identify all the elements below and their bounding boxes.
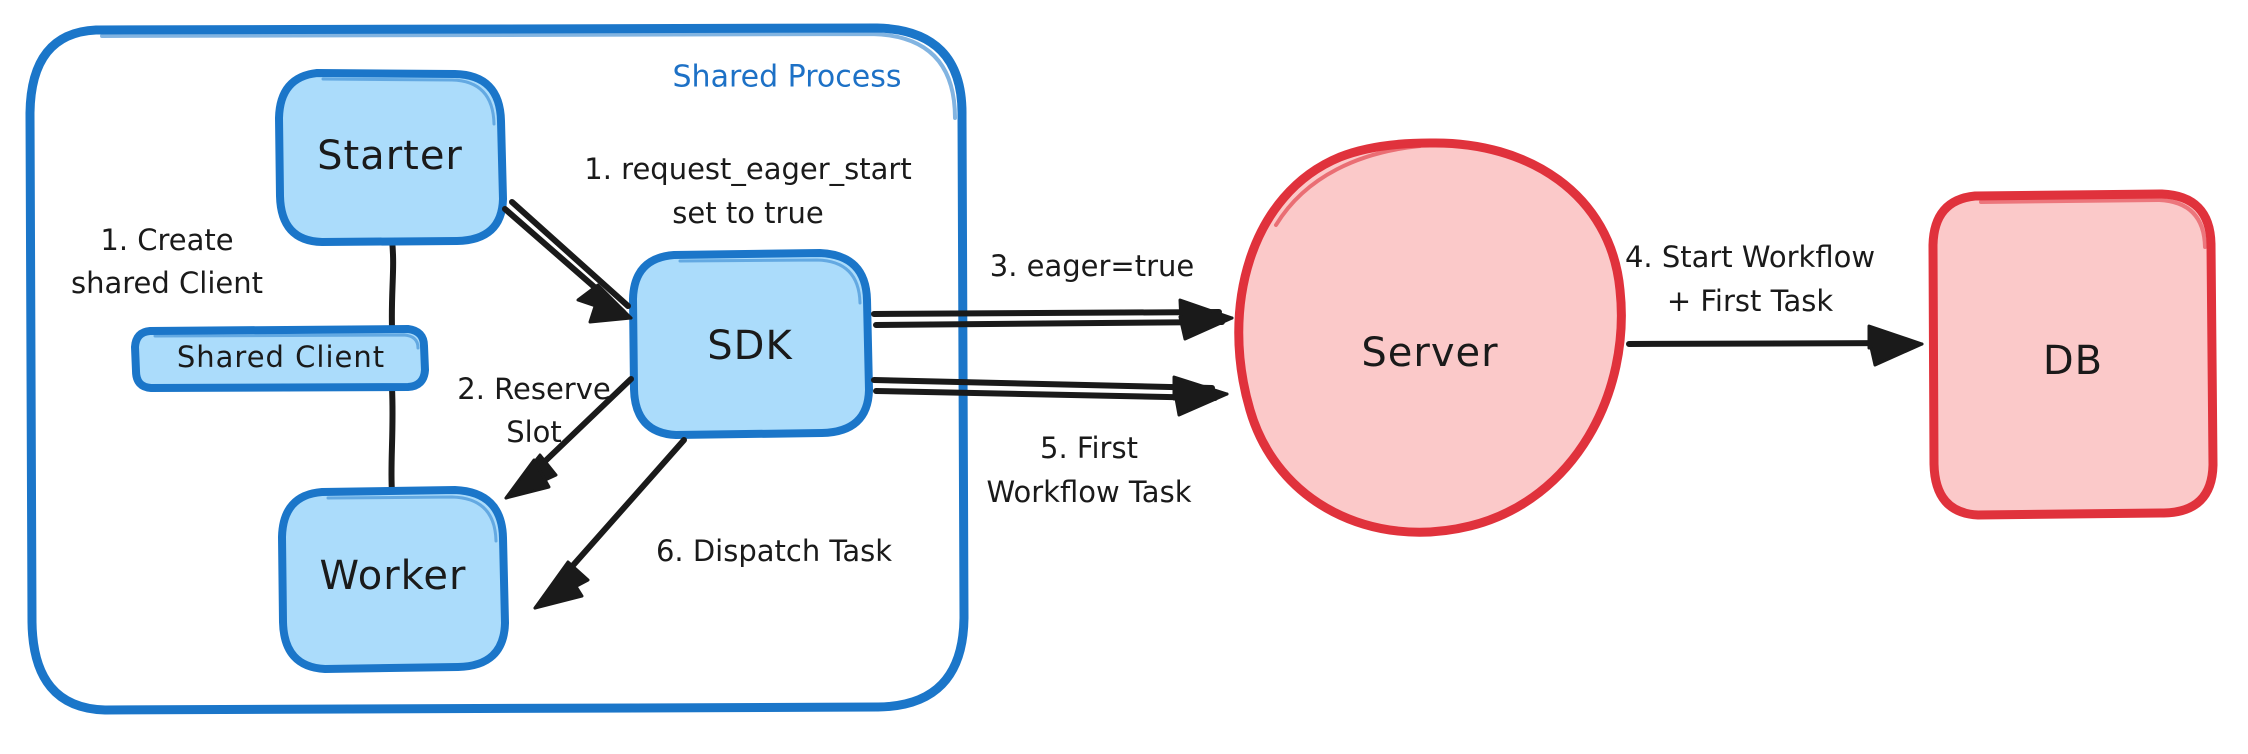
- shared-process-label: Shared Process: [673, 60, 902, 95]
- node-worker[interactable]: [278, 486, 509, 673]
- node-starter-label: Starter: [317, 133, 463, 179]
- node-db[interactable]: [1928, 189, 2218, 520]
- arrow-sdk-to-worker-dispatch: [533, 437, 687, 610]
- edge-label-request-eager-start-line1: 1. request_eager_start: [584, 152, 911, 186]
- connector-starter-sharedclient: [388, 237, 397, 331]
- node-sdk[interactable]: [629, 249, 873, 439]
- edge-label-create-shared-client-line2: shared Client: [71, 266, 263, 300]
- shared-process-container: [25, 23, 969, 715]
- node-sdk-label: SDK: [707, 323, 793, 369]
- arrow-starter-to-sdk: [502, 199, 633, 324]
- arrow-sdk-to-server-first-task: [871, 375, 1229, 417]
- edge-label-start-workflow-line2: + First Task: [1667, 284, 1834, 318]
- arrow-server-to-db: [1626, 324, 1924, 367]
- edge-label-create-shared-client-line1: 1. Create: [100, 223, 233, 257]
- edge-label-reserve-slot-line2: Slot: [506, 415, 562, 449]
- edge-label-request-eager-start-line2: set to true: [672, 196, 823, 230]
- node-db-label: DB: [2043, 338, 2103, 384]
- arrow-sdk-to-server-eager: [871, 298, 1234, 341]
- edge-label-start-workflow-line1: 4. Start Workflow: [1625, 240, 1875, 274]
- edge-label-eager-true: 3. eager=true: [990, 249, 1195, 283]
- node-server-label: Server: [1361, 330, 1498, 376]
- edge-label-first-workflow-task-line1: 5. First: [1040, 431, 1138, 465]
- connector-sharedclient-worker: [388, 385, 396, 495]
- node-shared-client[interactable]: [131, 325, 429, 392]
- node-server[interactable]: [1234, 138, 1626, 537]
- node-shared-client-label: Shared Client: [177, 340, 385, 374]
- node-starter[interactable]: [275, 69, 507, 246]
- arrow-sdk-to-worker-reserve: [504, 376, 634, 500]
- node-worker-label: Worker: [320, 553, 467, 599]
- edge-label-first-workflow-task-line2: Workflow Task: [987, 475, 1192, 509]
- edge-label-dispatch-task: 6. Dispatch Task: [656, 534, 892, 568]
- edge-label-reserve-slot-line1: 2. Reserve: [457, 372, 610, 406]
